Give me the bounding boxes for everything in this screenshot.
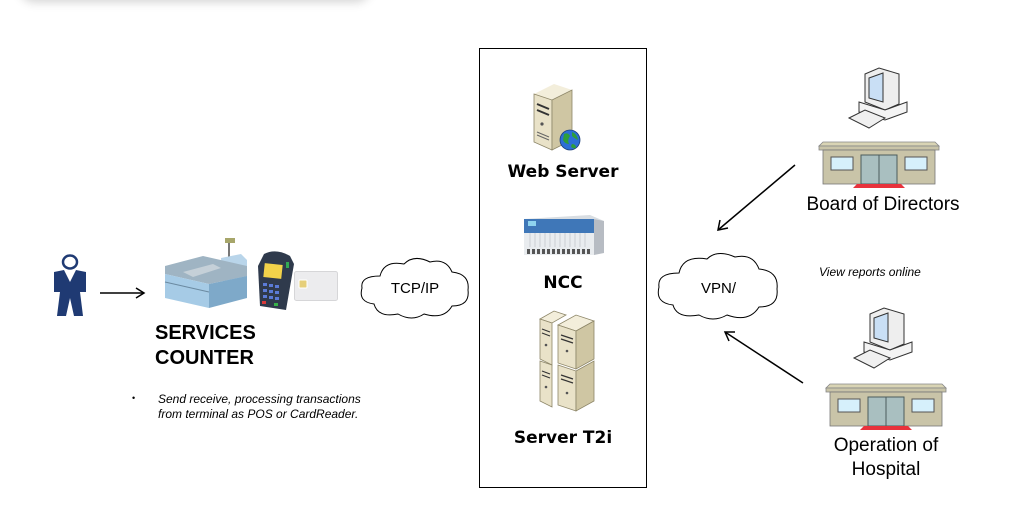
web-server-label: Web Server bbox=[507, 162, 619, 182]
services-title-line2: COUNTER bbox=[155, 347, 254, 369]
hospital-label-line1: Operation of bbox=[833, 435, 939, 456]
arrow-board-to-vpn bbox=[717, 164, 796, 231]
tcpip-label: TCP/IP bbox=[390, 280, 440, 297]
ncc-label: NCC bbox=[543, 273, 583, 293]
tcpip-cloud bbox=[360, 258, 469, 319]
hospital-building-icon bbox=[825, 383, 947, 430]
board-computer-icon bbox=[847, 67, 908, 129]
arrow-to-counter bbox=[100, 287, 146, 299]
arrow-hospital-to-vpn bbox=[723, 331, 804, 384]
board-building-icon bbox=[818, 141, 940, 188]
checkout-counter-icon bbox=[164, 238, 247, 308]
note-bullet: • bbox=[132, 393, 136, 403]
server-group-box bbox=[479, 48, 647, 488]
services-note: Send receive, processing transactions fr… bbox=[158, 392, 361, 422]
pos-terminal-icon bbox=[258, 251, 294, 310]
vpn-cloud bbox=[657, 253, 778, 320]
view-reports-label: View reports online bbox=[819, 265, 921, 279]
server-cluster-icon bbox=[539, 310, 595, 412]
smart-card-icon bbox=[294, 271, 338, 301]
services-title-line1: SERVICES bbox=[155, 322, 256, 344]
operation-of-hospital-label: Operation of Hospital bbox=[790, 434, 982, 482]
ncc-rack-icon bbox=[524, 215, 604, 255]
vpn-label: VPN/ bbox=[700, 280, 736, 297]
server-t2i-label: Server T2i bbox=[513, 428, 613, 448]
web-server-icon bbox=[533, 84, 581, 151]
note-line2: from terminal as POS or CardReader. bbox=[158, 407, 359, 421]
note-line1: Send receive, processing transactions bbox=[158, 392, 361, 406]
board-of-directors-label: Board of Directors bbox=[806, 194, 960, 215]
hospital-label-line2: Hospital bbox=[851, 459, 921, 480]
person-icon bbox=[54, 254, 86, 316]
hospital-computer-icon bbox=[852, 307, 913, 369]
services-counter-title: SERVICES COUNTER bbox=[155, 321, 256, 371]
